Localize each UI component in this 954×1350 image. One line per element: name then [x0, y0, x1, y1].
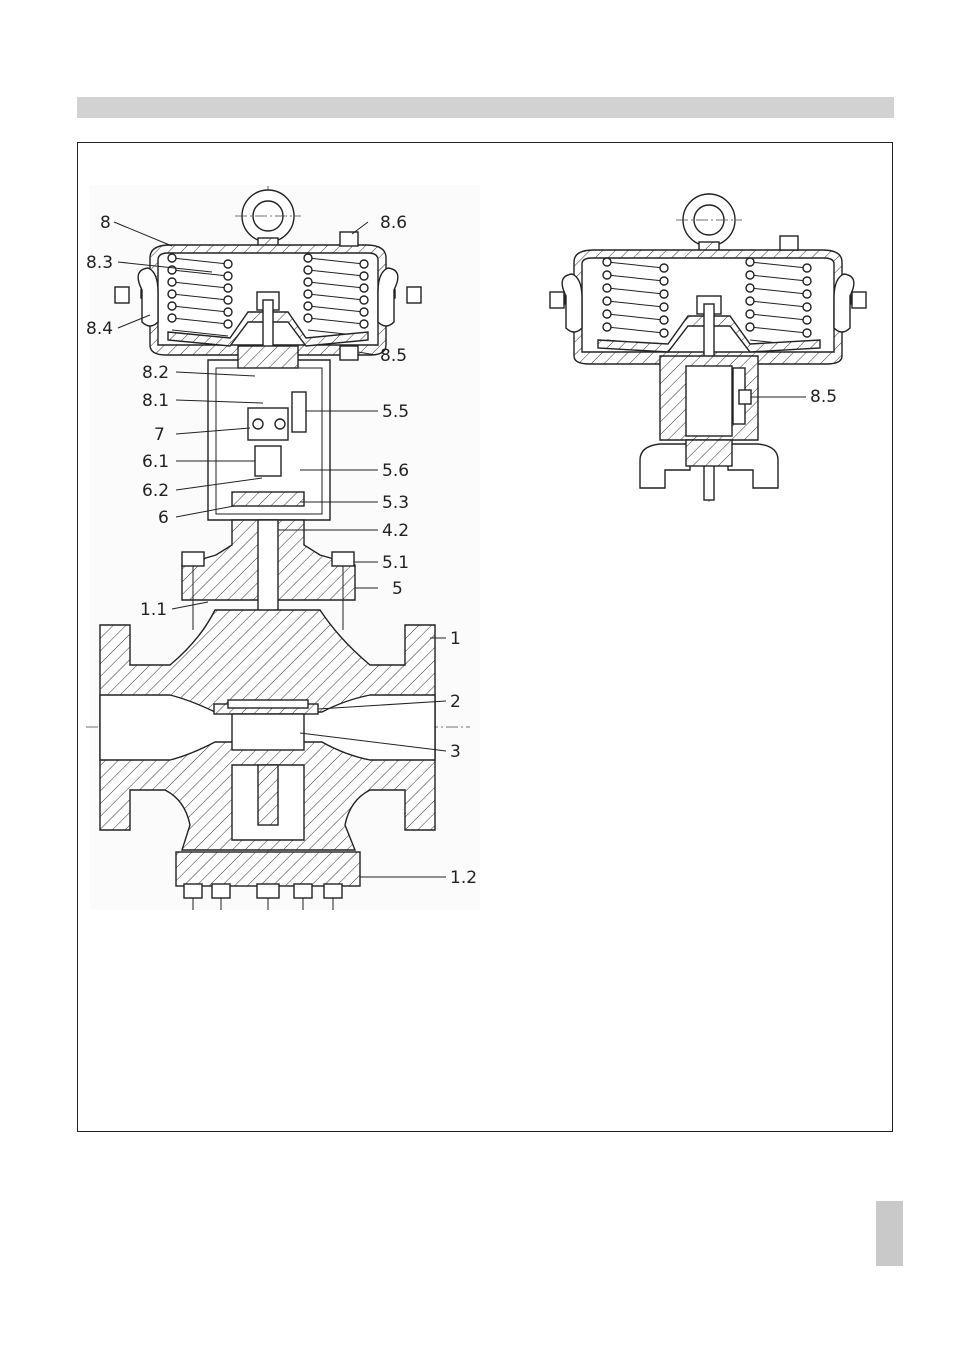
label-8-2: 8.2: [142, 363, 169, 383]
label-5-6: 5.6: [382, 461, 409, 481]
actuator-variant-drawing: 8.5: [550, 193, 866, 502]
label-8-5-variant: 8.5: [810, 387, 837, 407]
label-5-5: 5.5: [382, 402, 409, 422]
label-4-2: 4.2: [382, 521, 409, 541]
label-5-3: 5.3: [382, 493, 409, 513]
valve-sectional-drawing: 8 8.6 8.3 8.4 8.5 8.2 8.1 5.5 7 6.1 5.6 …: [86, 185, 480, 910]
label-5-1: 5.1: [382, 553, 409, 573]
label-8-1: 8.1: [142, 391, 169, 411]
label-1: 1: [450, 629, 461, 649]
label-1-1: 1.1: [140, 600, 167, 620]
label-8-3: 8.3: [86, 253, 113, 273]
label-5: 5: [392, 579, 403, 599]
label-8: 8: [100, 213, 111, 233]
label-1-2: 1.2: [450, 868, 477, 888]
label-8-4: 8.4: [86, 319, 113, 339]
label-8-6: 8.6: [380, 213, 407, 233]
label-6: 6: [158, 508, 169, 528]
label-7: 7: [154, 425, 165, 445]
label-3: 3: [450, 742, 461, 762]
label-6-1: 6.1: [142, 452, 169, 472]
label-6-2: 6.2: [142, 481, 169, 501]
label-8-5: 8.5: [380, 346, 407, 366]
label-2: 2: [450, 692, 461, 712]
